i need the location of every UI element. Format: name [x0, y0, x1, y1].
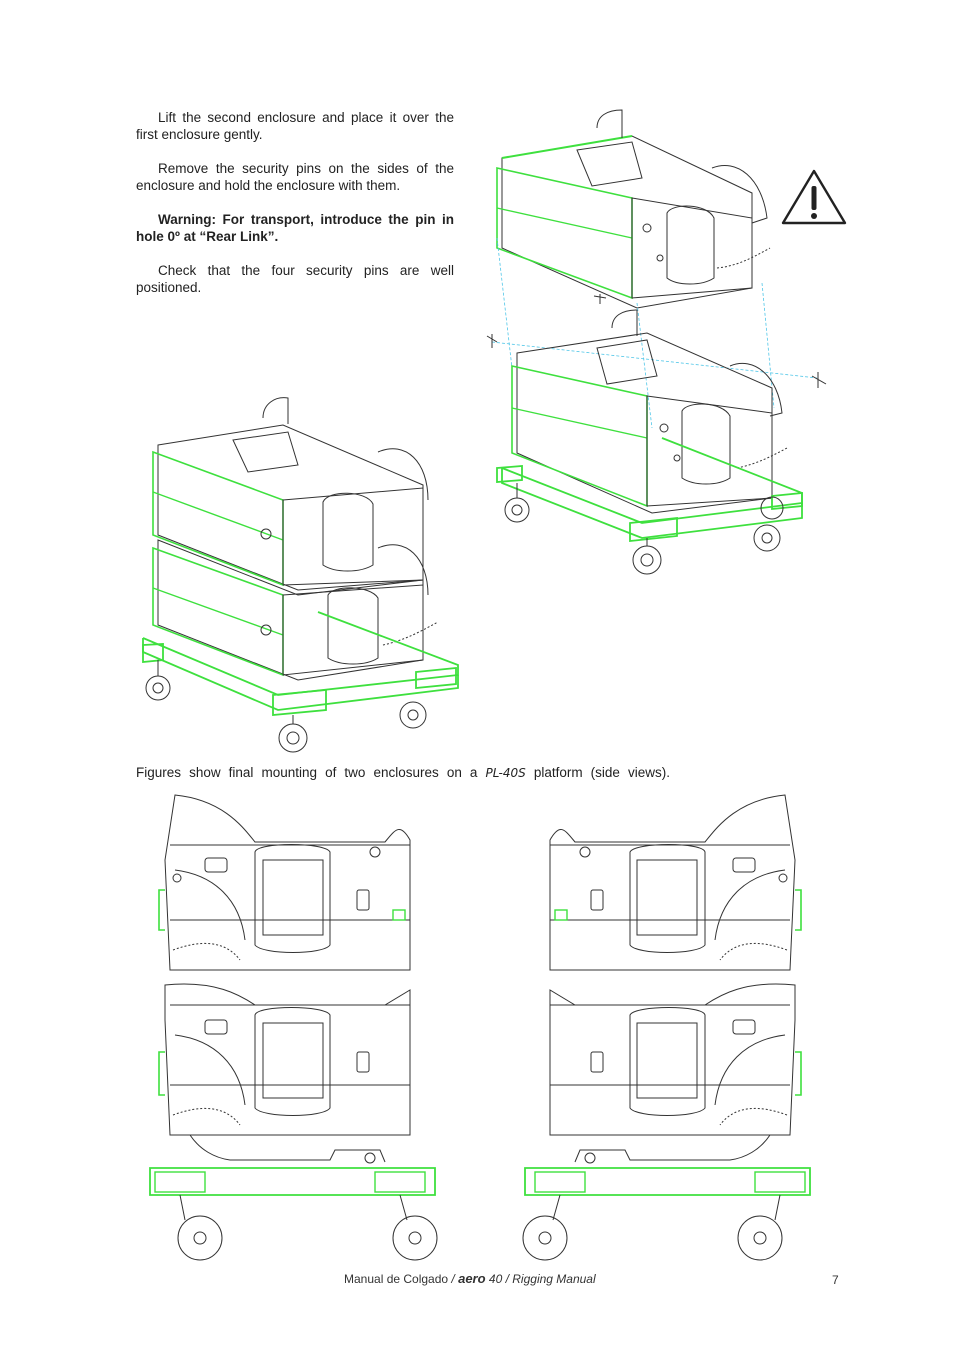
side-view-right-figure	[522, 794, 811, 1261]
platform-model: PL-40S	[485, 766, 526, 780]
stacked-enclosures-figure	[142, 397, 459, 753]
platform-wheels	[504, 483, 784, 575]
platform-left	[142, 611, 459, 716]
figure-caption: Figures show final mounting of two enclo…	[136, 765, 670, 780]
upper-enclosure	[496, 109, 771, 309]
page-footer: Manual de Colgado / aero 40 / Rigging Ma…	[344, 1271, 596, 1286]
security-pins	[486, 294, 827, 388]
side-view-left-figure	[149, 794, 438, 1261]
platform-left-wheels	[145, 660, 427, 753]
brand-name: aero	[458, 1271, 486, 1286]
bottom-enclosure	[152, 539, 439, 681]
page-number: 7	[832, 1273, 839, 1287]
alignment-guides	[491, 237, 818, 429]
lower-enclosure	[511, 309, 788, 514]
paragraph-check-pins: Check that the four security pins are we…	[136, 263, 454, 295]
paragraph-lift: Lift the second enclosure and place it o…	[136, 110, 454, 142]
paragraph-remove-pins: Remove the security pins on the sides of…	[136, 161, 454, 193]
lifting-second-enclosure-figure	[486, 109, 827, 575]
top-enclosure	[152, 397, 429, 591]
paragraph-warning: Warning: For transport, introduce the pi…	[136, 212, 454, 244]
warning-triangle-icon	[781, 169, 847, 225]
platform	[496, 437, 803, 543]
